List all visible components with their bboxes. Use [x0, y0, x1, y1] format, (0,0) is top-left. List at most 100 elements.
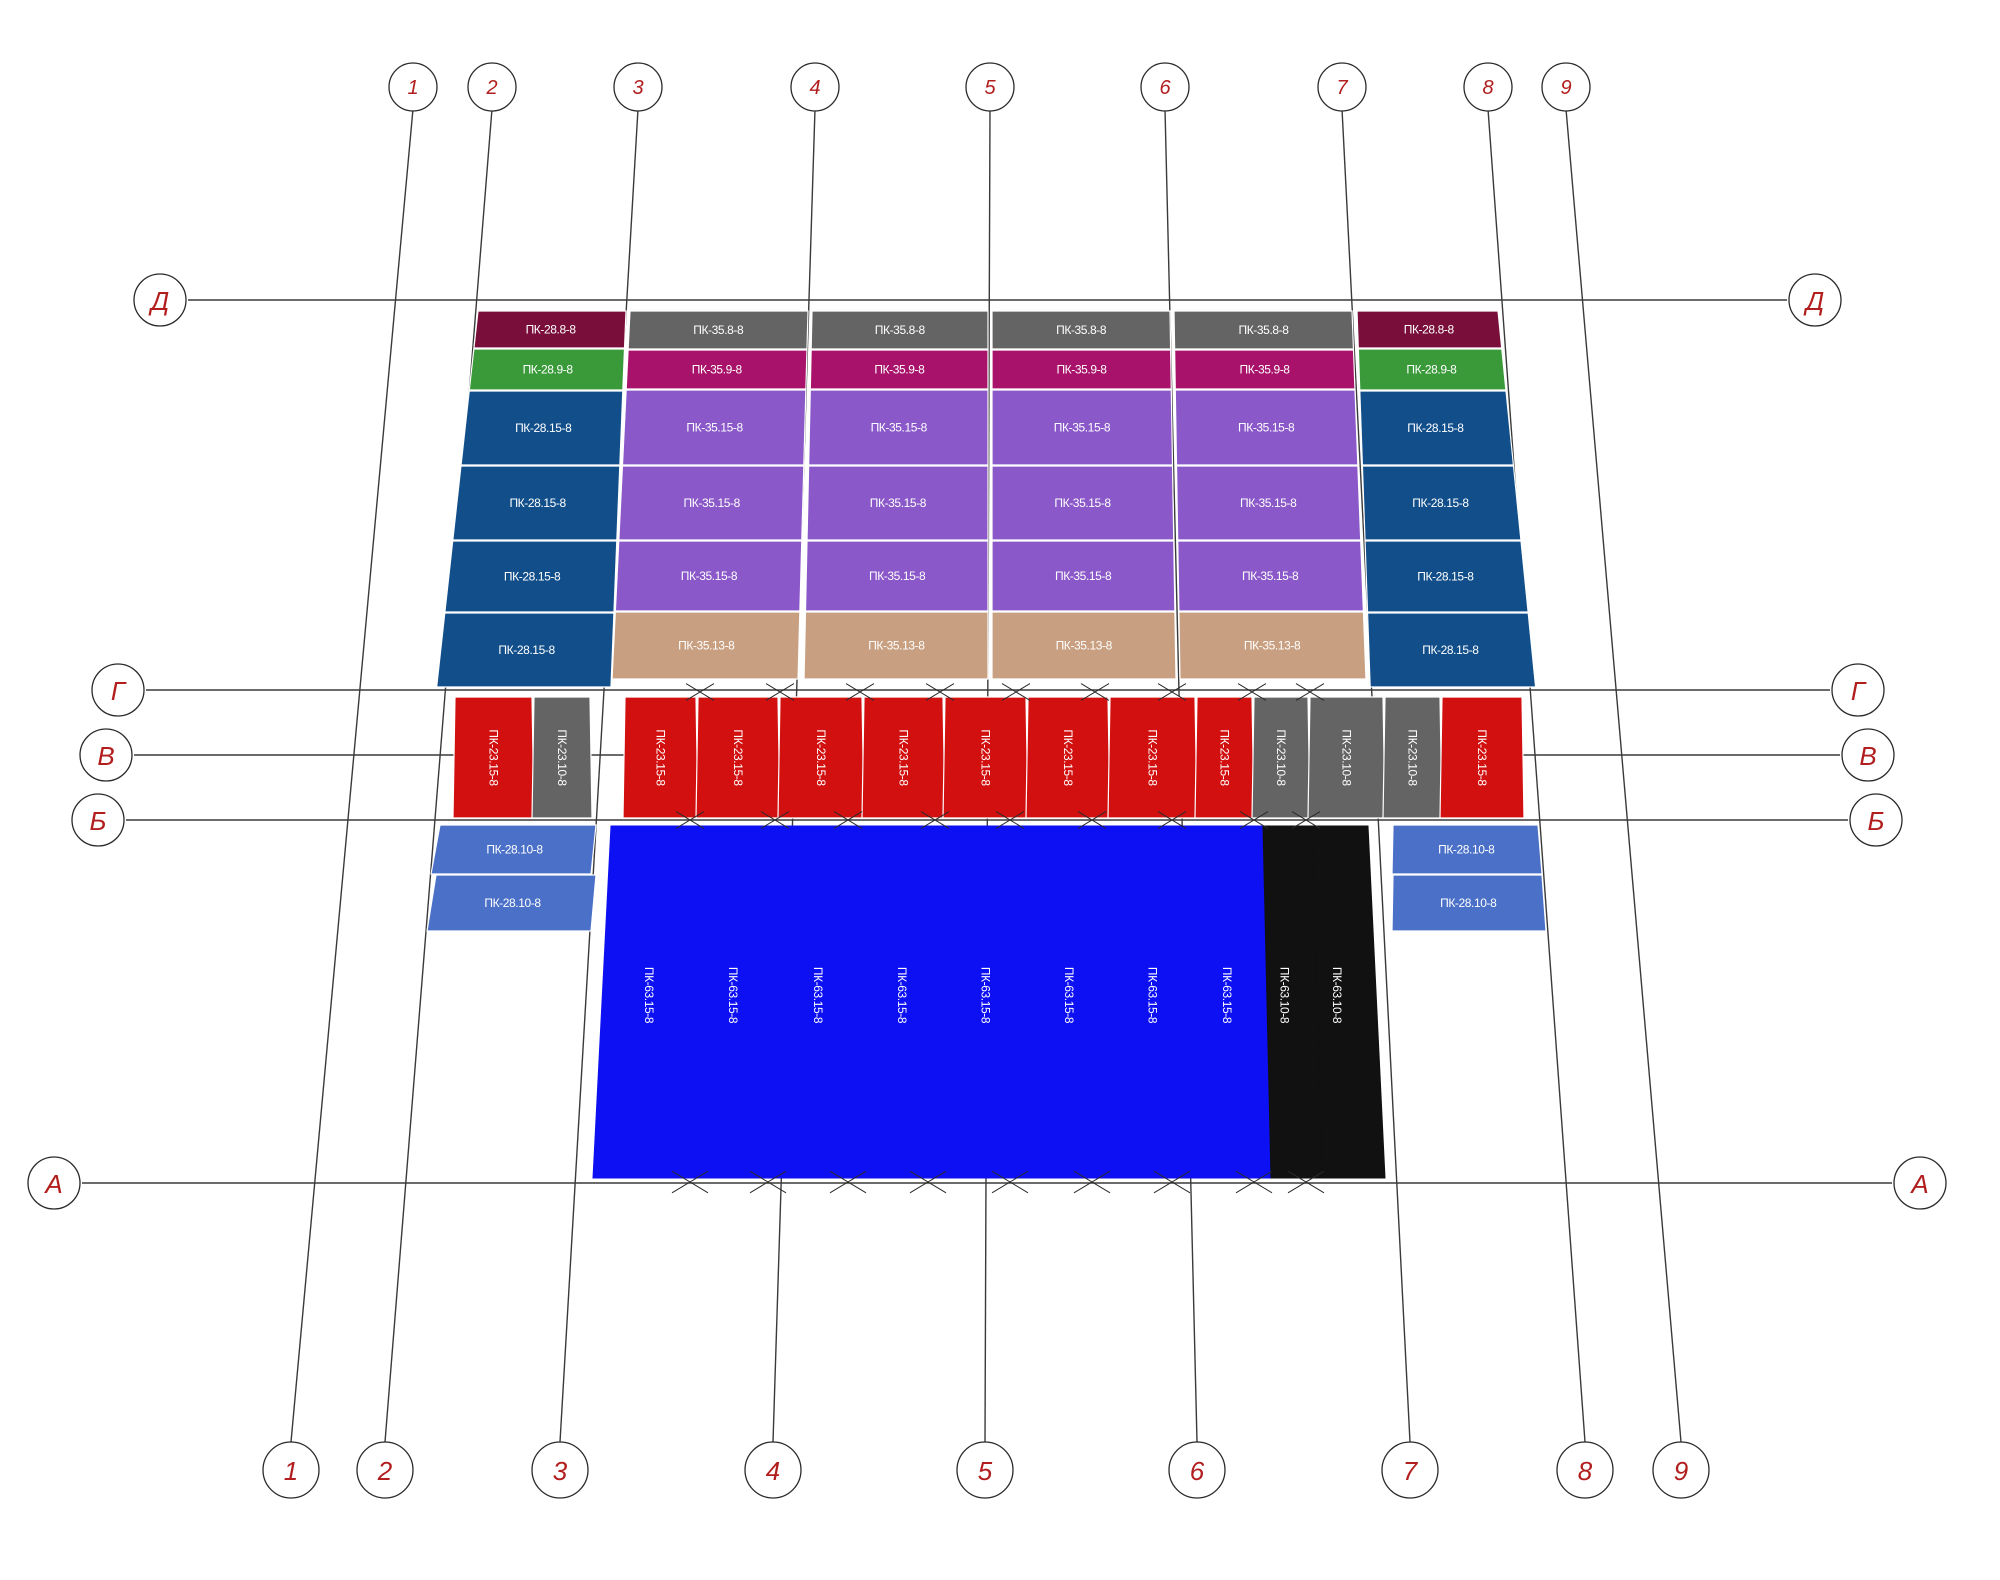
top-middle-panel-label: ПК-35.15-8 [869, 569, 926, 583]
column-bubble-bottom-9-label: 9 [1674, 1456, 1688, 1486]
top-right-panel-2 [1359, 390, 1515, 466]
bearing-mark [925, 683, 955, 701]
top-middle-panel-4 [614, 540, 803, 612]
column-bubble-bottom-6-circle [1168, 1441, 1226, 1499]
top-right-panel-0 [1356, 310, 1503, 349]
top-middle-panel-1 [625, 349, 808, 390]
column-bubble-bottom-8-label: 8 [1578, 1456, 1593, 1486]
column-bubble-top-4: 4 [790, 62, 840, 112]
top-left-panel-label: ПК-28.15-8 [509, 496, 566, 510]
bottom-left-panel-label: ПК-28.10-8 [486, 843, 543, 857]
column-bubble-bottom-7: 7 [1381, 1441, 1439, 1499]
top-left-panel-label: ПК-28.8-8 [526, 323, 577, 337]
top-middle-panel-13 [991, 349, 1172, 390]
bottom-main-panel-label: ПК-63.10-8 [1278, 967, 1292, 1024]
top-middle-panel-label: ПК-35.13-8 [868, 639, 925, 653]
top-middle-panel-7 [809, 349, 989, 390]
top-middle-panel-2 [621, 389, 807, 466]
top-right-panel-4 [1364, 540, 1529, 613]
middle-strip-panel-label: ПК-23.15-8 [1146, 729, 1160, 786]
bearing-mark [1157, 811, 1187, 829]
bearing-mark [671, 1170, 709, 1194]
row-bubble-right-4-label: А [1909, 1169, 1928, 1199]
floor-panels: ПК-28.8-8ПК-28.9-8ПК-28.15-8ПК-28.15-8ПК… [426, 310, 1547, 1179]
column-bubble-top-6-circle [1140, 62, 1190, 112]
top-middle-panel-label: ПК-35.15-8 [686, 421, 743, 435]
column-axis-line-1 [290, 108, 414, 1443]
bearing-mark [1153, 1170, 1191, 1194]
bottom-left-panel-label: ПК-28.10-8 [484, 896, 541, 910]
top-left-panel-label: ПК-28.15-8 [504, 570, 561, 584]
bearing-mark [1239, 811, 1269, 829]
top-right-panel-label: ПК-28.9-8 [1406, 363, 1457, 377]
column-bubble-bottom-6-label: 6 [1190, 1456, 1205, 1486]
top-left-panel-0 [473, 310, 627, 349]
column-bubble-bottom-7-circle [1381, 1441, 1439, 1499]
bottom-left-panel-0 [430, 824, 597, 875]
top-middle-panel-11 [803, 611, 989, 680]
row-bubble-right-0-circle [1788, 273, 1842, 327]
top-middle-panel-label: ПК-35.13-8 [678, 639, 735, 653]
column-bubble-bottom-4-circle [744, 1441, 802, 1499]
column-bubble-bottom-2-label: 2 [377, 1456, 393, 1486]
top-middle-panel-18 [1173, 310, 1355, 350]
bearing-mark [909, 1170, 947, 1194]
row-bubble-left-2: В [79, 728, 133, 782]
top-middle-panel-label: ПК-35.8-8 [1238, 323, 1289, 337]
column-bubble-top-8-label: 8 [1482, 77, 1493, 99]
bearing-marks [671, 683, 1325, 1194]
bearing-mark [995, 811, 1025, 829]
row-bubble-left-4: А [27, 1156, 81, 1210]
bottom-main-panel-label: ПК-63.15-8 [1146, 967, 1160, 1024]
column-bubble-bottom-7-label: 7 [1403, 1456, 1419, 1486]
column-bubble-bottom-9: 9 [1652, 1441, 1710, 1499]
bottom-main-panel-label: ПК-63.15-8 [1062, 967, 1076, 1024]
bearing-mark [1237, 683, 1267, 701]
top-middle-panel-label: ПК-35.13-8 [1244, 639, 1301, 653]
top-middle-panel-5 [611, 611, 801, 680]
bearing-mark [1235, 1170, 1273, 1194]
bearing-mark [685, 683, 715, 701]
row-bubble-left-1: Г [91, 663, 145, 717]
bearing-mark [1001, 683, 1031, 701]
top-middle-panel-6 [810, 310, 989, 350]
column-bubble-bottom-2: 2 [356, 1441, 414, 1499]
column-bubble-top-8-circle [1463, 62, 1513, 112]
column-bubble-top-6: 6 [1140, 62, 1190, 112]
middle-strip-panel-label: ПК-23.15-8 [897, 729, 911, 786]
bearing-mark [920, 811, 950, 829]
row-bubble-right-2: В [1841, 728, 1895, 782]
row-bubble-left-3-circle [71, 793, 125, 847]
row-bubble-right-1-circle [1831, 663, 1885, 717]
top-middle-panel-20 [1174, 389, 1359, 466]
column-bubble-top-5-circle [965, 62, 1015, 112]
column-bubble-bottom-8: 8 [1556, 1441, 1614, 1499]
column-bubble-top-1-label: 1 [407, 77, 418, 99]
row-bubble-right-3-label: Б [1868, 806, 1885, 836]
column-bubble-bottom-5: 5 [956, 1441, 1014, 1499]
top-right-panel-5 [1366, 612, 1537, 688]
bottom-right-panel-1 [1391, 874, 1547, 932]
column-bubble-top-2-circle [467, 62, 517, 112]
top-middle-panel-label: ПК-35.8-8 [1056, 323, 1107, 337]
row-bubble-left-1-circle [91, 663, 145, 717]
top-right-panel-label: ПК-28.15-8 [1412, 496, 1469, 510]
column-bubble-bottom-4: 4 [744, 1441, 802, 1499]
bearing-mark [760, 811, 790, 829]
column-bubble-top-1-circle [388, 62, 438, 112]
column-bubble-top-3-circle [613, 62, 663, 112]
top-middle-panel-label: ПК-35.15-8 [684, 496, 741, 510]
top-middle-panel-21 [1175, 465, 1362, 541]
column-bubble-bottom-5-label: 5 [978, 1456, 993, 1486]
top-left-panel-label: ПК-28.15-8 [515, 421, 572, 435]
top-middle-panel-label: ПК-35.15-8 [681, 569, 738, 583]
column-bubble-top-3: 3 [613, 62, 663, 112]
middle-strip-panel-13 [1439, 696, 1525, 819]
column-bubble-top-9-label: 9 [1560, 77, 1571, 99]
column-axis-line-8 [1487, 108, 1586, 1443]
top-middle-panel-12 [991, 310, 1172, 350]
column-bubble-top-4-label: 4 [809, 77, 820, 99]
top-middle-panel-label: ПК-35.9-8 [874, 363, 925, 377]
